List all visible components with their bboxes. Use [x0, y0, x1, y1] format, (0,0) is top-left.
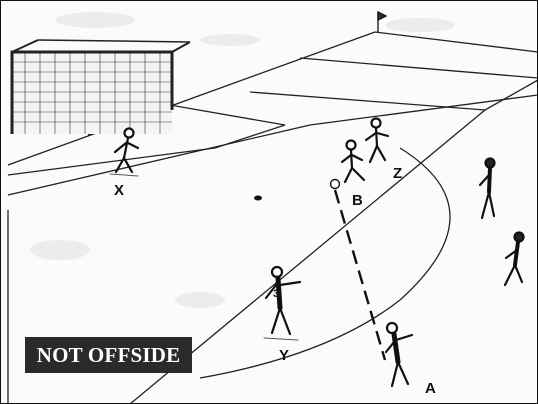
caption-badge: NOT OFFSIDE — [25, 337, 192, 373]
player-z-label: Z — [393, 166, 402, 181]
ball-shadow — [254, 196, 262, 201]
touch-line — [375, 32, 538, 52]
player-b-label: B — [352, 193, 363, 208]
ball — [331, 180, 340, 189]
penalty-arc — [200, 148, 450, 378]
penalty-area-side-line — [250, 92, 485, 110]
player-y-shirt-number: 3 — [273, 288, 279, 300]
player-a-figure — [386, 323, 412, 386]
player-b-figure — [342, 141, 364, 183]
corner-flag — [378, 12, 386, 32]
player-x-figure — [110, 129, 138, 177]
goal-net — [12, 40, 190, 134]
player-z-figure — [366, 119, 388, 163]
player-right-1-figure — [480, 159, 495, 219]
player-right-2-figure — [505, 233, 524, 286]
penalty-area-near-line — [8, 125, 310, 195]
player-x-label: X — [114, 183, 124, 198]
player-a-label: A — [425, 381, 436, 396]
player-y-label: Y — [279, 348, 289, 363]
